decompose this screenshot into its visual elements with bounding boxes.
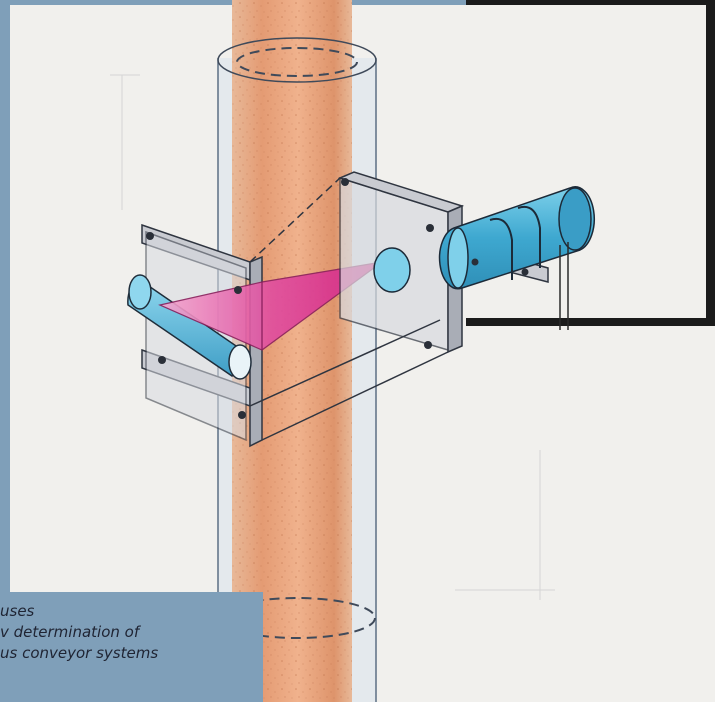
pipe-top-rim	[217, 37, 377, 83]
guide-lines	[110, 74, 555, 600]
caption-line-1: uses	[0, 602, 35, 620]
left-sensor-icon	[127, 274, 252, 380]
connecting-rods	[249, 177, 449, 441]
caption-box: uses v determination of us conveyor syst…	[0, 592, 263, 702]
caption-line-2: v determination of	[0, 623, 140, 641]
caption-line-3: us conveyor systems	[0, 644, 159, 662]
bolts	[146, 178, 529, 419]
